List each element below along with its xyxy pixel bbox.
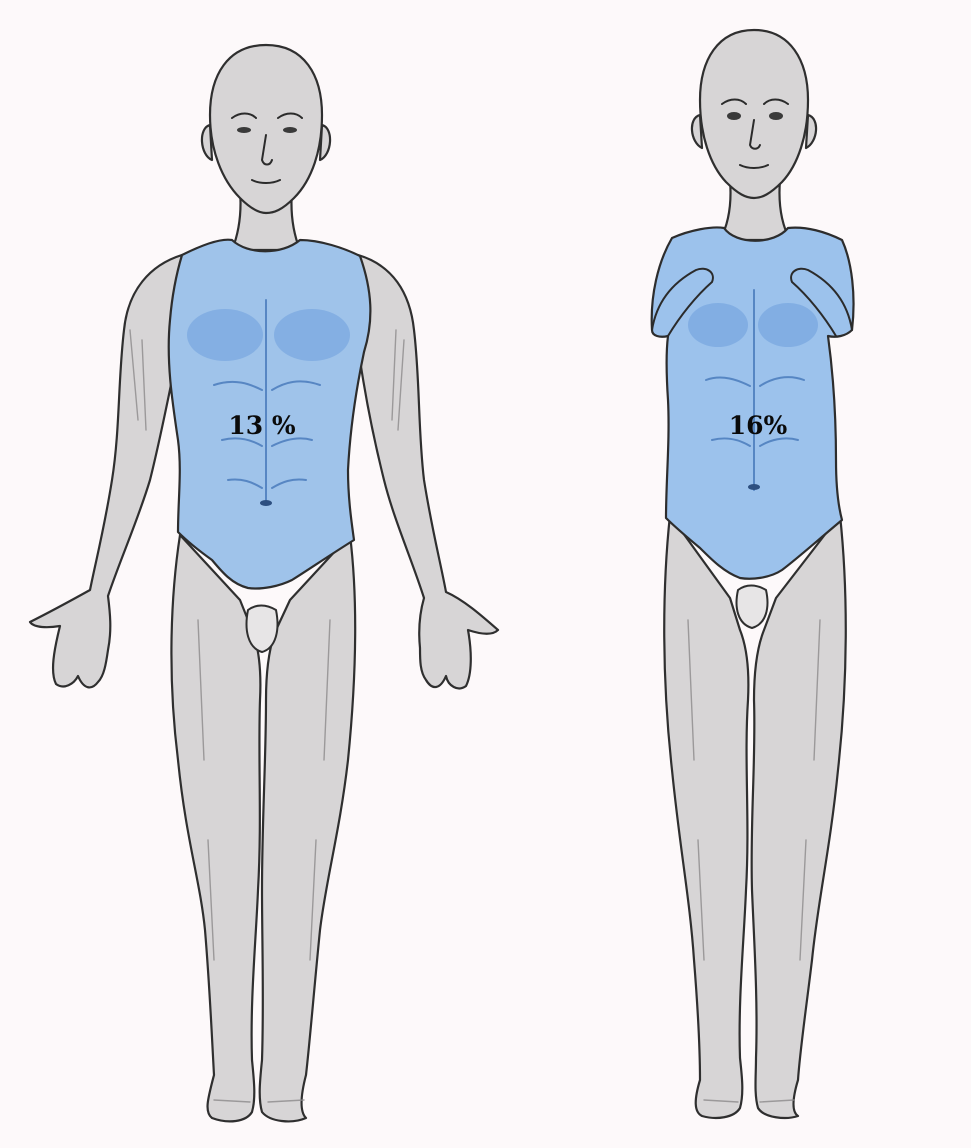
right-figure-eye-1 [727,112,741,120]
right-figure-navel [748,484,760,490]
right-figure-eye-2 [769,112,783,120]
left-figure-groin [247,606,278,653]
right-figure-head [700,30,808,198]
left-figure-burn-label: 13 % [228,411,295,440]
left-figure-navel [260,500,272,506]
right-figure-pec-1 [688,303,748,347]
right-figure-burn-label: 16% [729,411,788,440]
left-figure-pec-1 [187,309,263,361]
right-figure-pec-2 [758,303,818,347]
right-figure-groin [737,586,768,629]
left-figure-eye-1 [237,127,251,133]
right-figure: 16% [652,30,854,1118]
left-figure: 13 % [30,45,498,1121]
left-figure-eye-2 [283,127,297,133]
left-figure-head [210,45,322,213]
left-figure-arm-2 [358,255,498,688]
left-figure-pec-2 [274,309,350,361]
left-figure-arm-1 [30,255,182,687]
